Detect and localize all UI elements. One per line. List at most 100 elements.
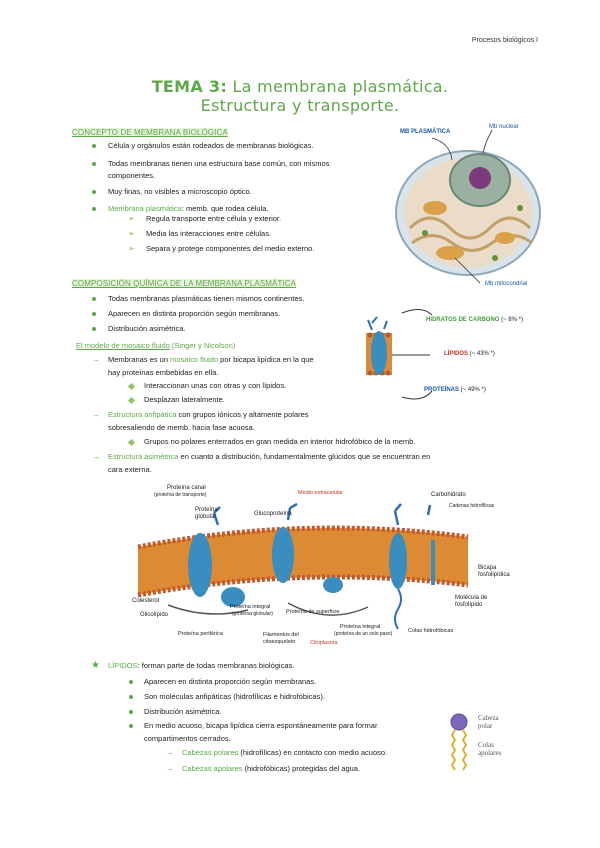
arrow1-term: mosaico fluido [170,355,219,364]
mp-def: : memb. que rodea célula. [181,204,269,213]
bullet [92,162,96,166]
label-prot-globular2: globular [195,514,217,520]
lipids-term: LÍPIDOS [108,661,138,670]
prot-label: PROTEÍNAS [424,387,460,393]
carb-pct: (~ 8% *) [499,317,523,323]
lipids-intro: LÍPIDOS: forman parte de todas membranas… [108,660,294,671]
bullet [129,695,133,699]
label-carbohidratos: HIDRATOS DE CARBONO (~ 8% *) [426,317,523,324]
arrow1-post: por bicapa lipídica en la que [218,355,314,364]
arrow3-post: en cuanto a distribución, fundamentalmen… [178,452,431,461]
label-proteinas: PROTEÍNAS (~ 49% *) [424,387,486,394]
phospholipid-illustration [450,713,468,771]
lipids-intro-text: : forman parte de todas membranas biológ… [137,661,295,670]
label-prot-superficie: Proteína de superficie [286,609,340,615]
star-bullet-icon: ★ [91,660,100,671]
title-topic: TEMA 3: [151,77,228,96]
s2-item-1: Todas membranas plasmáticas tienen mismo… [108,294,305,303]
label-molecula2: fosfolípido [455,602,483,608]
s1-item-1: Célula y orgánulos están rodeados de mem… [108,141,314,150]
label-prot-canal2: (proteína de transporte) [154,492,207,498]
label-filamentos2: citoesqueleto [263,639,296,645]
arrow-icon: → [92,452,100,461]
label-mb-mitocondrial: Mb mitocondrial [485,281,528,287]
s2-arrow-1: Membranas es un mosaico fluido por bicap… [108,354,358,365]
page-header-label: Procesos biológicos I [471,37,538,44]
bullet [129,724,133,728]
label-prot-integral-b2: (proteína de un solo paso) [334,631,393,637]
label-colesterol: Colesterol [132,598,160,604]
diamond-bullet-icon [127,382,136,391]
diamond-bullet-icon [127,438,136,447]
label-glucoproteina: Glucoproteína [254,511,292,517]
label-lipidos: LÍPIDOS (~ 43% *) [444,351,495,358]
arrow-icon: ➢ [128,244,135,253]
lipids-item-4b: compartimentos cerrados. [144,734,231,743]
s2-item-2: Aparecen en distinta proporción según me… [108,309,281,318]
label-molecula: Molécula de [455,595,488,601]
section1-heading: CONCEPTO DE MEMBRANA BIOLÓGICA [72,128,228,137]
lipids-arrow2-term: Cabezas apolares [182,764,243,773]
arrow-icon: → [166,764,174,773]
label-colas: Colas hidrofóbicas [408,628,454,634]
s1-sub-1: Regula transporte entre célula y exterio… [146,214,282,223]
lip-label: LÍPIDOS [444,351,469,357]
label-mb-plasmatica: MB PLASMÁTICA [400,129,451,135]
title-line2: Estructura y transporte. [200,96,400,115]
arrow3-term: Estructura asimétrica [108,452,179,461]
label-mb-nuclear: Mb nuclear [489,124,519,130]
bullet [129,710,133,714]
lipids-item-1: Aparecen en distinta proporción según me… [144,677,317,686]
model-title: El modelo de mosaico fluido [76,341,170,350]
arrow2-post: con grupos iónicos y altamente polares [176,410,309,419]
diamond-bullet-icon [127,396,136,405]
label-tails-2: apolares [478,749,502,757]
arrow2-term: Estructura anfipática [108,410,177,419]
model-heading: El modelo de mosaico fluido (Singer y Ni… [76,340,235,351]
s2-arrow-3: Estructura asimétrica en cuanto a distri… [108,451,430,462]
label-bicapa: Bicapa [478,565,497,571]
label-prot-globular: Proteína [195,507,218,513]
s2-arrow-2b: sobresaliendo de memb. hacia fase acuosa… [108,423,255,432]
s1-item-mp: Membrana plasmática: memb. que rodea cél… [108,203,269,214]
label-cadenas-hidro: Cadenas hidrofílicas [449,503,495,509]
label-carbohidrato: Carbohidrato [431,492,466,498]
model-authors: (Singer y Nicolson) [169,341,236,350]
s2-arrow-1b: hay proteínas embebidas en ella. [108,368,219,377]
cell-illustration [395,129,541,284]
label-bicapa2: fosfolipídica [478,572,510,578]
label-prot-canal: Proteína canal [167,485,206,491]
label-prot-integral2: (proteína globular) [232,611,273,617]
label-medio-ext: Medio extracelular [298,490,343,496]
s1-item-2: Todas membranas tienen una estructura ba… [108,159,330,168]
bullet [92,190,96,194]
label-glicolipido: Glicolípido [140,612,169,618]
mp-term: Membrana plasmática [108,204,182,213]
lipids-arrow1-term: Cabezas polares [182,748,239,757]
s2-arrow-2-sub: Grupos no polares enterrados en gran med… [144,437,416,446]
label-prot-periferica: Proteína periférica [178,631,223,637]
bullet [92,297,96,301]
lipids-item-2: Son moléculas anfipáticas (hidrofílicas … [144,692,325,701]
s2-arrow-1-sub1: Interaccionan unas con otras y con lípid… [144,381,287,390]
arrow-icon: → [92,355,100,364]
page-title: TEMA 3: La membrana plasmática. Estructu… [0,77,600,115]
lipids-item-3: Distribución asimétrica. [144,707,222,716]
prot-pct: (~ 49% *) [459,387,486,393]
label-prot-integral-b: Proteína integral [340,624,381,630]
label-tails-1: Colas [478,741,494,749]
s2-item-3: Distribución asimétrica. [108,324,186,333]
label-prot-integral: Proteína integral [230,604,271,610]
arrow-icon: ➢ [128,214,135,223]
s2-arrow-3b: cara externa. [108,465,152,474]
label-citoplasma: Citoplasma [310,640,338,646]
lipids-item-4: En medio acuoso, bicapa lipídica cierra … [144,721,378,730]
s1-item-2b: componentes. [108,171,156,180]
lipids-arrow-1: Cabezas polares (hidrofílicas) en contac… [182,747,387,758]
arrow-icon: → [92,410,100,419]
membrane-section-illustration [366,309,433,400]
s2-arrow-1-sub2: Desplazan lateralmente. [144,395,225,404]
lipids-arrow1-post: (hidrofílicas) en contacto con medio acu… [238,748,388,757]
bullet [129,680,133,684]
